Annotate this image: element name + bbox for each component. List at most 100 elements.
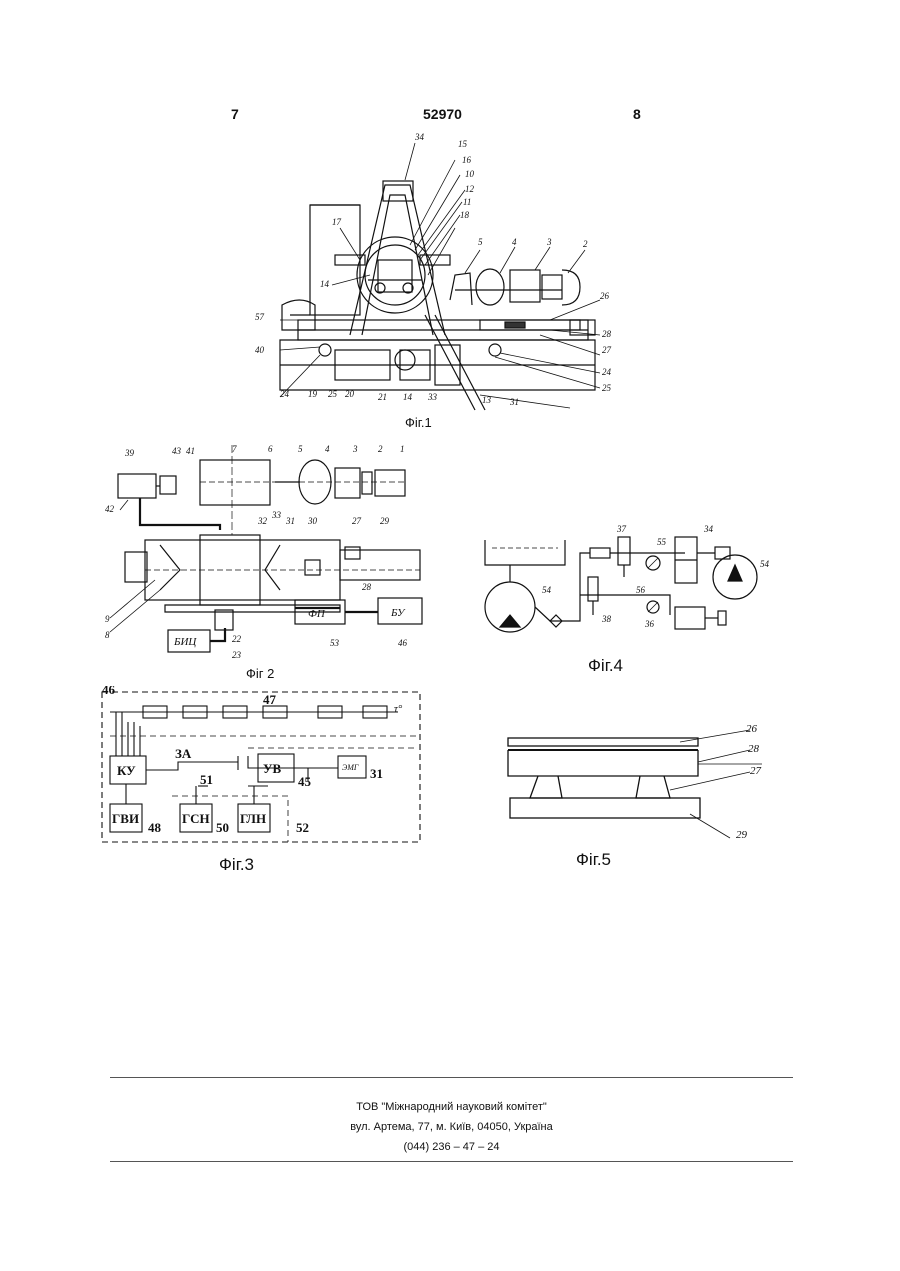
callout-31: 31 <box>509 397 519 407</box>
callout-2: 2 <box>583 239 588 249</box>
fig2-block-bic: БИЦ <box>173 636 197 648</box>
fig3-block-gsn: ГСН <box>182 811 210 826</box>
fig2-callout-6: 6 <box>268 444 273 454</box>
callout-21: 21 <box>378 392 387 402</box>
fig2-block-bu: БУ <box>390 607 406 619</box>
patent-number: 52970 <box>423 106 462 122</box>
fig2-callout-27: 27 <box>352 516 362 526</box>
figure-3-drawing: 46 47 τ° КУ ЗА 51 УВ 45 ЭМГ 31 ГВИ 48 ГС… <box>98 686 428 846</box>
fig4-callout-34: 34 <box>703 524 714 534</box>
fig3-callout-46: 46 <box>102 686 116 697</box>
figure-5-caption: Фіг.5 <box>576 850 611 870</box>
footer-phone: (044) 236 – 47 – 24 <box>110 1141 793 1153</box>
fig2-callout-3: 3 <box>352 444 358 454</box>
fig2-callout-39: 39 <box>124 448 135 458</box>
figure-3-caption: Фіг.3 <box>219 855 254 875</box>
fig3-callout-50: 50 <box>216 820 229 835</box>
figure-2-caption: Фіг 2 <box>246 666 274 681</box>
figure-4-drawing: 37 55 34 54 54 56 38 36 <box>470 515 780 645</box>
callout-57: 57 <box>255 312 265 322</box>
page-number-left: 7 <box>231 106 239 122</box>
callout-10: 10 <box>465 169 475 179</box>
fig2-callout-31: 31 <box>285 516 295 526</box>
callout-11: 11 <box>463 197 471 207</box>
callout-14-bottom: 14 <box>403 392 413 402</box>
fig2-callout-1: 1 <box>400 444 405 454</box>
fig2-callout-30: 30 <box>307 516 318 526</box>
fig3-block-gvi: ГВИ <box>112 811 139 826</box>
fig5-callout-28: 28 <box>748 743 760 755</box>
footer-bottom-rule <box>110 1161 793 1162</box>
fig3-callout-48: 48 <box>148 820 162 835</box>
fig4-callout-55: 55 <box>657 537 667 547</box>
figure-2-drawing: 39 43 41 7 6 5 4 3 2 1 42 32 33 31 30 27… <box>100 440 440 670</box>
footer-address: вул. Артема, 77, м. Київ, 04050, Україна <box>110 1121 793 1133</box>
fig4-callout-36: 36 <box>644 619 655 629</box>
fig3-callout-47: 47 <box>263 692 277 707</box>
fig3-block-uv: УВ <box>263 761 282 776</box>
callout-24-right: 24 <box>602 367 612 377</box>
fig2-callout-5: 5 <box>298 444 303 454</box>
fig2-callout-4: 4 <box>325 444 330 454</box>
callout-12: 12 <box>465 184 475 194</box>
fig2-callout-41: 41 <box>186 446 195 456</box>
fig2-callout-28: 28 <box>362 582 372 592</box>
fig3-callout-45: 45 <box>298 774 312 789</box>
fig4-callout-38: 38 <box>601 614 612 624</box>
fig2-callout-53: 53 <box>330 638 340 648</box>
callout-33: 33 <box>427 392 438 402</box>
figure-1-drawing: 34 15 16 10 12 11 18 17 14 5 4 3 2 26 57… <box>250 125 620 425</box>
callout-18: 18 <box>460 210 470 220</box>
fig2-callout-9: 9 <box>105 614 110 624</box>
fig2-callout-33: 33 <box>271 510 282 520</box>
fig2-block-fp: ФП <box>308 608 326 620</box>
callout-5: 5 <box>478 237 483 247</box>
callout-40: 40 <box>255 345 265 355</box>
fig5-callout-27: 27 <box>750 765 762 777</box>
fig4-callout-54: 54 <box>542 585 552 595</box>
fig2-callout-2: 2 <box>378 444 383 454</box>
fig5-callout-26: 26 <box>746 723 758 735</box>
callout-25-right: 25 <box>602 383 612 393</box>
callout-26: 26 <box>600 291 610 301</box>
fig3-block-za: ЗА <box>175 746 192 761</box>
callout-16: 16 <box>462 155 472 165</box>
callout-25: 25 <box>328 389 338 399</box>
footer-org: ТОВ "Міжнародний науковий комітет" <box>110 1101 793 1113</box>
callout-27: 27 <box>602 345 612 355</box>
callout-17: 17 <box>332 217 342 227</box>
callout-14: 14 <box>320 279 330 289</box>
fig3-callout-52: 52 <box>296 820 309 835</box>
page-number-right: 8 <box>633 106 641 122</box>
fig2-callout-7: 7 <box>232 444 237 454</box>
fig2-callout-43: 43 <box>172 446 182 456</box>
fig2-callout-46: 46 <box>398 638 408 648</box>
figure-4-caption: Фіг.4 <box>588 656 623 676</box>
fig2-callout-23: 23 <box>232 650 242 660</box>
callout-20: 20 <box>345 389 355 399</box>
fig3-block-ku: КУ <box>117 763 136 778</box>
fig5-callout-29: 29 <box>736 829 748 841</box>
fig3-callout-51: 51 <box>200 772 213 787</box>
footer-top-rule <box>110 1077 793 1078</box>
callout-34: 34 <box>414 132 425 142</box>
fig4-callout-37: 37 <box>616 524 627 534</box>
fig3-block-emg: ЭМГ <box>342 763 359 772</box>
callout-28: 28 <box>602 329 612 339</box>
callout-15: 15 <box>458 139 468 149</box>
figure-5-drawing: 26 28 27 29 <box>500 720 780 850</box>
fig3-block-gln: ГЛН <box>240 811 266 826</box>
callout-24: 24 <box>280 389 290 399</box>
fig3-callout-31: 31 <box>370 766 383 781</box>
callout-3: 3 <box>546 237 552 247</box>
fig4-callout-54-right: 54 <box>760 559 770 569</box>
fig2-callout-29: 29 <box>380 516 390 526</box>
callout-13: 13 <box>482 395 492 405</box>
figure-1-caption: Фіг.1 <box>405 415 432 430</box>
fig2-callout-42: 42 <box>105 504 115 514</box>
fig4-callout-56: 56 <box>636 585 646 595</box>
fig3-temperature-label: τ° <box>394 703 403 715</box>
fig2-callout-8: 8 <box>105 630 110 640</box>
callout-4: 4 <box>512 237 517 247</box>
callout-19: 19 <box>308 389 318 399</box>
